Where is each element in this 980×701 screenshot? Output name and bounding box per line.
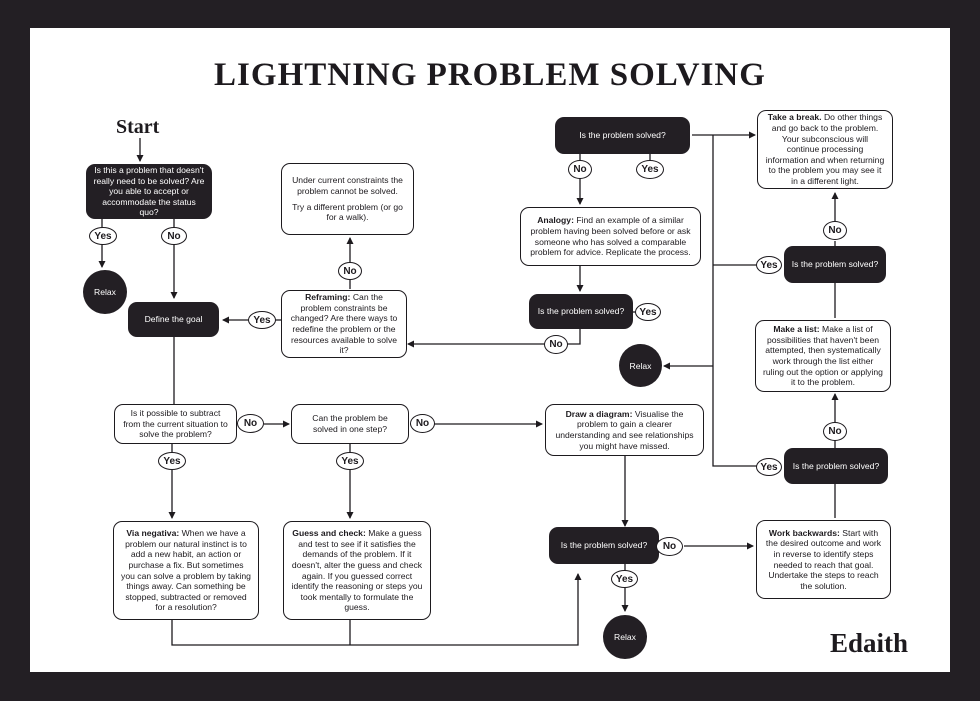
node-relax-3: Relax: [603, 615, 647, 659]
node-guess-check-text: Guess and check: Make a guess and test t…: [291, 528, 423, 613]
start-label: Start: [116, 116, 160, 138]
node-solved-bottom: Is the problem solved?: [549, 527, 659, 564]
take-break-title: Take a break.: [767, 112, 822, 123]
node-analogy: Analogy: Find an example of a similar pr…: [520, 207, 701, 266]
answer-no: No: [568, 160, 592, 179]
work-backwards-body: Start with the desired outcome and work …: [765, 527, 882, 591]
node-one-step: Can the problem be solved in one step?: [291, 404, 409, 444]
answer-yes: Yes: [636, 160, 664, 179]
node-via-negativa: Via negativa: When we have a problem our…: [113, 521, 259, 620]
node-guess-check: Guess and check: Make a guess and test t…: [283, 521, 431, 620]
node-cannot-solve: Under current constraints the problem ca…: [281, 163, 414, 235]
guess-check-body: Make a guess and test to see if it satis…: [291, 528, 423, 613]
node-define-goal-text: Define the goal: [144, 314, 203, 325]
answer-yes: Yes: [248, 311, 276, 329]
answer-yes: Yes: [635, 303, 661, 321]
make-list-body: Make a list of possibilities that haven'…: [763, 324, 883, 388]
node-solved-right-bottom-text: Is the problem solved?: [792, 460, 880, 471]
node-cannot-solve-text: Under current constraints the problem ca…: [292, 175, 403, 196]
node-solved-right-top: Is the problem solved?: [784, 246, 886, 283]
answer-no: No: [410, 414, 435, 433]
answer-yes: Yes: [756, 256, 782, 274]
take-break-body: Do other things and go back to the probl…: [765, 112, 885, 186]
node-reframing: Reframing: Can the problem constraints b…: [281, 290, 407, 358]
node-subtract: Is it possible to subtract from the curr…: [114, 404, 237, 444]
node-via-negativa-text: Via negativa: When we have a problem our…: [121, 528, 251, 613]
node-solved-right-bottom: Is the problem solved?: [784, 448, 888, 484]
brand-logo: Edaith: [830, 628, 909, 658]
analogy-title: Analogy:: [537, 215, 574, 226]
reframing-body: Can the problem constraints be changed? …: [290, 292, 398, 356]
node-make-list-text: Make a list: Make a list of possibilitie…: [763, 324, 883, 388]
node-one-step-text: Can the problem be solved in one step?: [312, 413, 388, 434]
node-solved-analogy: Is the problem solved?: [529, 294, 633, 329]
node-solved-analogy-text: Is the problem solved?: [537, 306, 625, 317]
node-solved-bottom-text: Is the problem solved?: [560, 540, 648, 551]
draw-diagram-body: Visualise the problem to gain a clearer …: [555, 408, 694, 451]
reframing-title: Reframing:: [305, 292, 351, 303]
page-title: LIGHTNING PROBLEM SOLVING: [214, 57, 766, 93]
answer-no: No: [338, 262, 362, 280]
node-solved-top-text: Is the problem solved?: [579, 130, 666, 141]
node-take-break-text: Take a break. Do other things and go bac…: [765, 112, 885, 186]
node-reframing-text: Reframing: Can the problem constraints b…: [289, 292, 399, 356]
answer-yes: Yes: [158, 452, 186, 470]
answer-no: No: [161, 227, 187, 245]
node-work-backwards: Work backwards: Start with the desired o…: [756, 520, 891, 599]
answer-yes: Yes: [756, 458, 782, 476]
answer-yes: Yes: [336, 452, 364, 470]
answer-no: No: [544, 335, 568, 354]
make-list-title: Make a list:: [773, 324, 820, 335]
answer-no: No: [823, 221, 847, 240]
node-try-different-text: Try a different problem (or go for a wal…: [292, 201, 403, 223]
work-backwards-title: Work backwards:: [768, 527, 840, 538]
node-needs-solving: Is this a problem that doesn't really ne…: [86, 164, 212, 219]
node-relax-2: Relax: [619, 344, 662, 387]
node-needs-solving-text: Is this a problem that doesn't really ne…: [93, 165, 205, 218]
node-analogy-text: Analogy: Find an example of a similar pr…: [528, 215, 693, 257]
guess-check-title: Guess and check:: [292, 528, 366, 539]
node-relax-1: Relax: [83, 270, 127, 314]
node-subtract-text: Is it possible to subtract from the curr…: [123, 408, 228, 440]
answer-no: No: [656, 537, 683, 556]
node-take-break: Take a break. Do other things and go bac…: [757, 110, 893, 189]
answer-yes: Yes: [611, 570, 638, 588]
answer-no: No: [823, 422, 847, 441]
node-solved-right-top-text: Is the problem solved?: [791, 259, 879, 270]
answer-no: No: [237, 414, 264, 433]
node-solved-top: Is the problem solved?: [555, 117, 690, 154]
analogy-body: Find an example of a similar problem hav…: [530, 215, 691, 258]
node-work-backwards-text: Work backwards: Start with the desired o…: [764, 528, 883, 592]
node-make-list: Make a list: Make a list of possibilitie…: [755, 320, 891, 392]
via-negativa-body: When we have a problem our natural insti…: [121, 528, 251, 613]
node-draw-diagram: Draw a diagram: Visualise the problem to…: [545, 404, 704, 456]
answer-yes: Yes: [89, 227, 117, 245]
node-draw-diagram-text: Draw a diagram: Visualise the problem to…: [553, 409, 696, 451]
node-define-goal: Define the goal: [128, 302, 219, 337]
draw-diagram-title: Draw a diagram:: [565, 408, 633, 419]
via-negativa-title: Via negativa:: [126, 528, 180, 539]
